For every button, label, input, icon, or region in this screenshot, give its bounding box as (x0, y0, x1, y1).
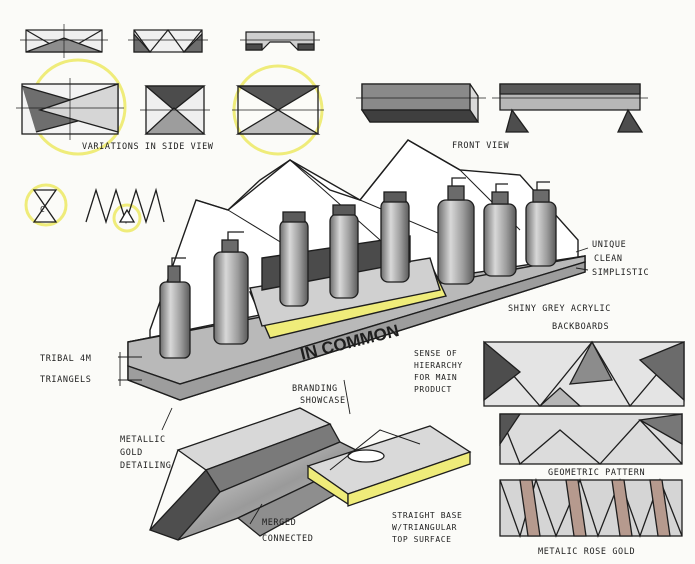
unique-label: UNIQUE (592, 240, 627, 250)
backboards-label: BACKBOARDS (552, 322, 610, 332)
bottle-6 (437, 177, 475, 285)
product-label: PRODUCT (414, 385, 452, 394)
side-view-thumbnails-row1 (20, 24, 320, 58)
branding-label: BRANDING (292, 384, 338, 394)
shiny-grey-label: SHINY GREY ACRYLIC (508, 304, 611, 314)
bottle-2 (213, 231, 249, 345)
rose-gold-label: METALIC ROSE GOLD (538, 547, 636, 557)
gold-label: GOLD (120, 448, 143, 458)
showcase-label: SHOWCASE (300, 396, 346, 406)
front-view-label: FRONT VIEW (452, 141, 510, 151)
front-view-sketches (356, 83, 648, 133)
tribal-icon-sketches: C (32, 187, 165, 225)
tribal-label: TRIBAL 4m (40, 354, 92, 364)
annotation-leaders (118, 247, 589, 525)
triangels-label: TRIANGELS (40, 375, 92, 385)
variations-label: VARIATIONS IN SIDE VIEW (82, 142, 214, 152)
sense-of-label: SENSE OF (414, 349, 458, 358)
triangular-label: W/TRIANGULAR (392, 523, 457, 532)
bottle-8 (525, 181, 557, 267)
side-view-variations (16, 78, 324, 140)
svg-text:C: C (40, 205, 45, 214)
bottle-4 (329, 204, 359, 299)
top-surface-label: TOP SURFACE (392, 535, 452, 544)
for-main-label: FOR MAIN (414, 373, 458, 382)
straight-base-sketch (306, 425, 472, 507)
bottle-7 (483, 183, 517, 277)
simplistic-label: SIMPLISTIC (592, 268, 650, 278)
clean-label: CLEAN (594, 254, 623, 264)
bottles (159, 177, 557, 359)
pattern-panels (483, 340, 685, 539)
detailing-label: DETAILING (120, 461, 172, 471)
bottle-5 (380, 191, 410, 283)
straight-base-label: STRAIGHT BASE (392, 511, 463, 520)
hierarchy-label: HIERARCHY (414, 361, 463, 370)
connected-label: CONNECTED (262, 534, 314, 544)
bottle-1 (159, 257, 191, 359)
bottle-3 (279, 211, 309, 307)
metallic-label: METALLIC (120, 435, 166, 445)
merged-label: MERGED (262, 518, 297, 528)
geometric-pattern-label: GEOMETRIC PATTERN (548, 468, 646, 478)
